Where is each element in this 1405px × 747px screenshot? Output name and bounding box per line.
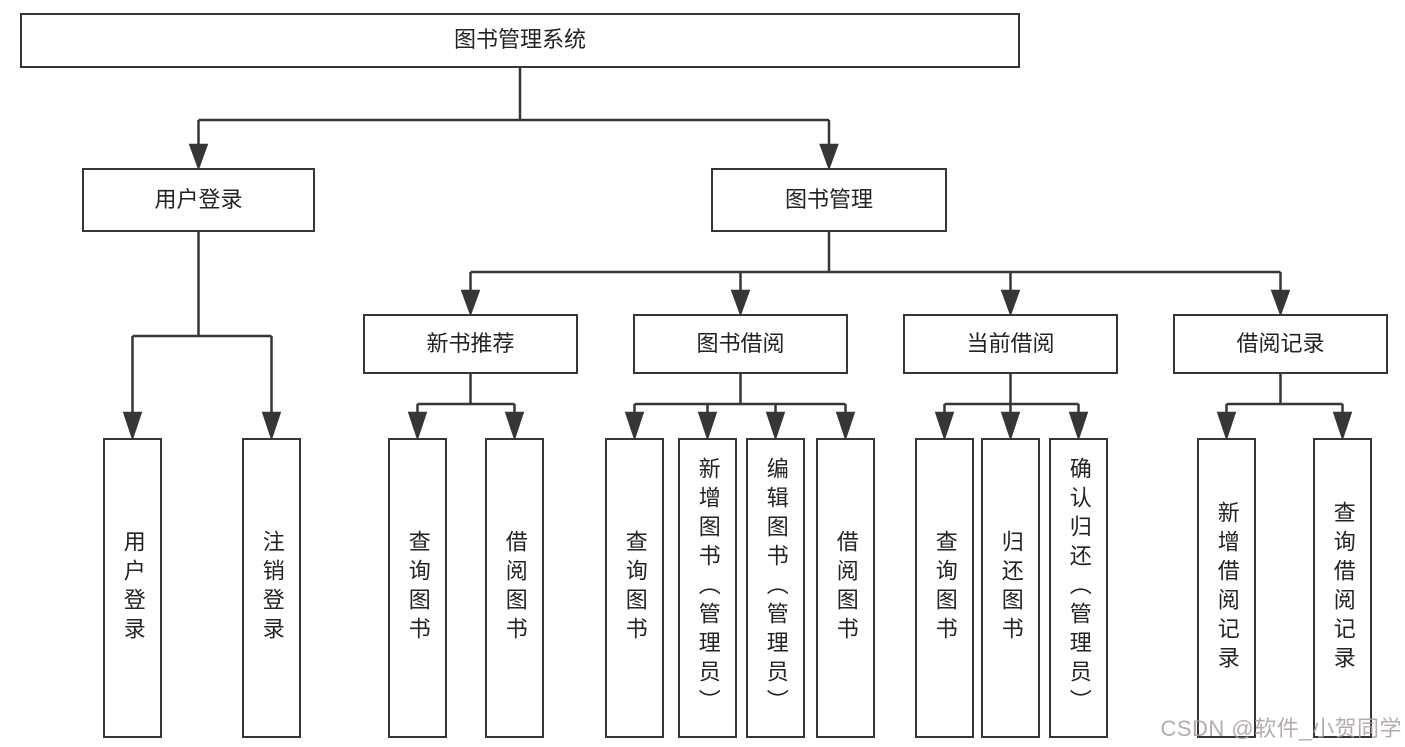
leaf-query-books-borrowing: 查询图书 [605, 438, 664, 738]
node-library-system-label: 图书管理系统 [453, 27, 586, 53]
connector-book-borrowing [624, 374, 856, 441]
node-borrowing-records: 借阅记录 [1173, 314, 1388, 374]
leaf-query-books-recommend-label: 查询图书 [405, 529, 431, 647]
node-book-management: 图书管理 [711, 168, 947, 232]
node-book-borrowing: 图书借阅 [633, 314, 848, 374]
watermark-text: CSDN @软件_小贺同学 [1160, 716, 1402, 741]
leaf-add-books-admin: 新增图书（管理员） [678, 438, 737, 738]
node-book-management-label: 图书管理 [784, 186, 873, 212]
leaf-query-borrow-record-label: 查询借阅记录 [1330, 500, 1356, 676]
leaf-return-books: 归还图书 [981, 438, 1040, 738]
connector-root [188, 68, 839, 171]
node-book-borrowing-label: 图书借阅 [696, 330, 785, 356]
leaf-borrow-books-borrowing-label: 借阅图书 [833, 529, 859, 647]
leaf-add-borrow-record-label: 新增借阅记录 [1214, 500, 1240, 676]
leaf-borrow-books-recommend: 借阅图书 [485, 438, 544, 738]
node-current-borrowing-label: 当前借阅 [966, 330, 1055, 356]
leaf-logout-login: 注销登录 [242, 438, 301, 738]
leaf-query-books-recommend: 查询图书 [388, 438, 447, 738]
node-library-system: 图书管理系统 [20, 13, 1020, 68]
node-user-login: 用户登录 [82, 168, 315, 232]
node-user-login-label: 用户登录 [154, 186, 243, 212]
leaf-add-borrow-record: 新增借阅记录 [1197, 438, 1256, 738]
leaf-query-books-borrowing-label: 查询图书 [622, 529, 648, 647]
connector-new-book-recommend [407, 374, 525, 441]
leaf-borrow-books-recommend-label: 借阅图书 [502, 529, 528, 647]
connector-current-borrowing [934, 374, 1089, 441]
leaf-user-login: 用户登录 [103, 438, 162, 738]
leaf-logout-login-label: 注销登录 [259, 529, 285, 647]
leaf-return-books-label: 归还图书 [998, 529, 1024, 647]
node-current-borrowing: 当前借阅 [903, 314, 1118, 374]
connector-book-management [460, 232, 1291, 317]
connector-user-login [122, 232, 282, 441]
leaf-confirm-return-admin: 确认归还（管理员） [1049, 438, 1108, 738]
leaf-query-books-current: 查询图书 [915, 438, 974, 738]
leaf-user-login-label: 用户登录 [120, 529, 146, 647]
leaf-edit-books-admin-label: 编辑图书（管理员） [763, 457, 789, 719]
node-borrowing-records-label: 借阅记录 [1236, 330, 1325, 356]
leaf-query-borrow-record: 查询借阅记录 [1313, 438, 1372, 738]
leaf-add-books-admin-label: 新增图书（管理员） [695, 457, 721, 719]
leaf-confirm-return-admin-label: 确认归还（管理员） [1066, 457, 1092, 719]
leaf-query-books-current-label: 查询图书 [932, 529, 958, 647]
connector-borrowing-records [1216, 374, 1353, 441]
leaf-borrow-books-borrowing: 借阅图书 [816, 438, 875, 738]
leaf-edit-books-admin: 编辑图书（管理员） [746, 438, 805, 738]
node-new-book-recommend-label: 新书推荐 [426, 330, 515, 356]
node-new-book-recommend: 新书推荐 [363, 314, 578, 374]
